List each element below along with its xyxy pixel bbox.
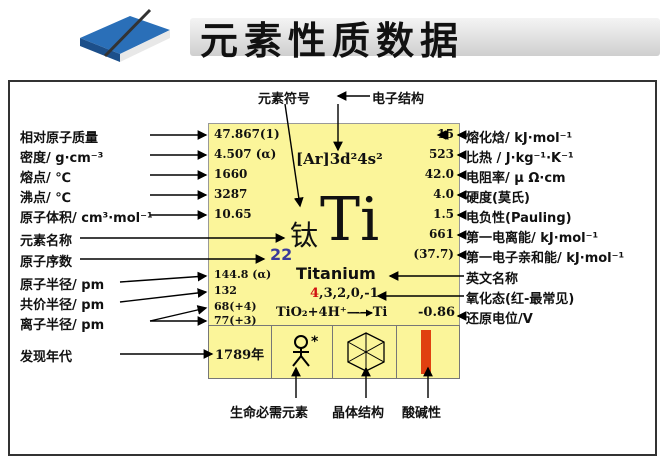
label-boiling-point: 沸点/ ℃ <box>20 191 72 206</box>
label-electron-affinity: 第一电子亲和能/ kJ·mol⁻¹ <box>466 251 625 266</box>
label-reduction-potential: 还原电位/V <box>466 312 533 327</box>
atomic-number: 22 <box>270 245 293 264</box>
oxidation-states: 4,3,2,0,-1 <box>310 286 379 301</box>
label-ionization-energy: 第一电离能/ kJ·mol⁻¹ <box>466 231 599 246</box>
discovery-year: 1789年 <box>215 348 265 363</box>
person-icon: * <box>290 334 320 374</box>
label-essential-element: 生命必需元素 <box>230 406 309 421</box>
label-atomic-number: 原子序数 <box>20 255 73 270</box>
crystal-structure-cell <box>333 326 398 378</box>
electron-configuration: [Ar]3d²4s² <box>296 150 383 168</box>
label-discovery-year: 发现年代 <box>20 350 73 365</box>
label-melting-point: 熔点/ ℃ <box>20 171 72 186</box>
hexagonal-crystal-icon <box>345 331 387 377</box>
book-icon <box>70 8 180 74</box>
symbol-label: 元素符号 <box>258 92 311 107</box>
ionic-radius-value-2: 77(+3) <box>214 314 257 327</box>
atomic-radius-value: 144.8 (α) <box>214 268 272 281</box>
value-resistivity: 42.0 <box>424 167 454 181</box>
label-ionic-radius: 离子半径/ pm <box>20 318 105 333</box>
value-density: 4.507 (α) <box>214 147 277 161</box>
label-acidity: 酸碱性 <box>402 406 442 421</box>
element-symbol: Ti <box>320 185 380 255</box>
value-atomic-volume: 10.65 <box>214 207 252 221</box>
label-density: 密度/ g·cm⁻³ <box>20 151 104 166</box>
essential-element-cell: * <box>272 326 333 378</box>
value-atomic-mass: 47.867(1) <box>214 127 280 141</box>
discovery-cell: 1789年 <box>209 326 272 378</box>
value-electronegativity: 1.5 <box>433 207 454 221</box>
label-crystal-structure: 晶体结构 <box>332 406 385 421</box>
label-resistivity: 电阻率/ μ Ω·cm <box>466 171 566 186</box>
label-electronegativity: 电负性(Pauling) <box>466 211 572 226</box>
label-english-name: 英文名称 <box>466 272 519 287</box>
label-atomic-radius: 原子半径/ pm <box>20 278 105 293</box>
reduction-potential: -0.86 <box>418 305 456 320</box>
acidity-bar <box>421 330 432 374</box>
ionic-radius-value-1: 68(+4) <box>214 300 257 313</box>
value-electron-affinity: (37.7) <box>413 247 454 261</box>
title-band <box>190 18 660 56</box>
value-specific-heat: 523 <box>428 147 454 161</box>
svg-text:*: * <box>311 334 319 350</box>
covalent-radius-value: 132 <box>214 284 237 297</box>
label-atomic-mass: 相对原子质量 <box>20 131 99 146</box>
label-fusion-enthalpy: 熔化焓/ kJ·mol⁻¹ <box>466 131 573 146</box>
label-hardness: 硬度(莫氏) <box>466 191 530 206</box>
value-boiling-point: 3287 <box>214 187 248 201</box>
label-covalent-radius: 共价半径/ pm <box>20 298 105 313</box>
element-card <box>208 123 460 327</box>
reduction-reaction: TiO₂+4H⁺——Ti <box>276 305 388 320</box>
value-hardness: 4.0 <box>433 187 454 201</box>
structure-label: 电子结构 <box>372 92 425 107</box>
acidity-cell <box>397 326 459 378</box>
oxidation-others: ,3,2,0,-1 <box>319 286 379 301</box>
page-title: 元素性质数据 <box>200 18 465 63</box>
label-atomic-volume: 原子体积/ cm³·mol⁻¹ <box>20 211 153 226</box>
element-chinese-name: 钛 <box>290 219 319 252</box>
value-ionization-energy: 661 <box>428 227 454 241</box>
english-name: Titanium <box>296 264 376 283</box>
oxidation-most-common: 4 <box>310 286 320 301</box>
label-specific-heat: 比热 / J·kg⁻¹·K⁻¹ <box>466 151 574 166</box>
label-oxidation-state: 氧化态(红-最常见) <box>466 292 575 307</box>
label-element-name: 元素名称 <box>20 234 73 249</box>
value-melting-point: 1660 <box>214 167 248 181</box>
